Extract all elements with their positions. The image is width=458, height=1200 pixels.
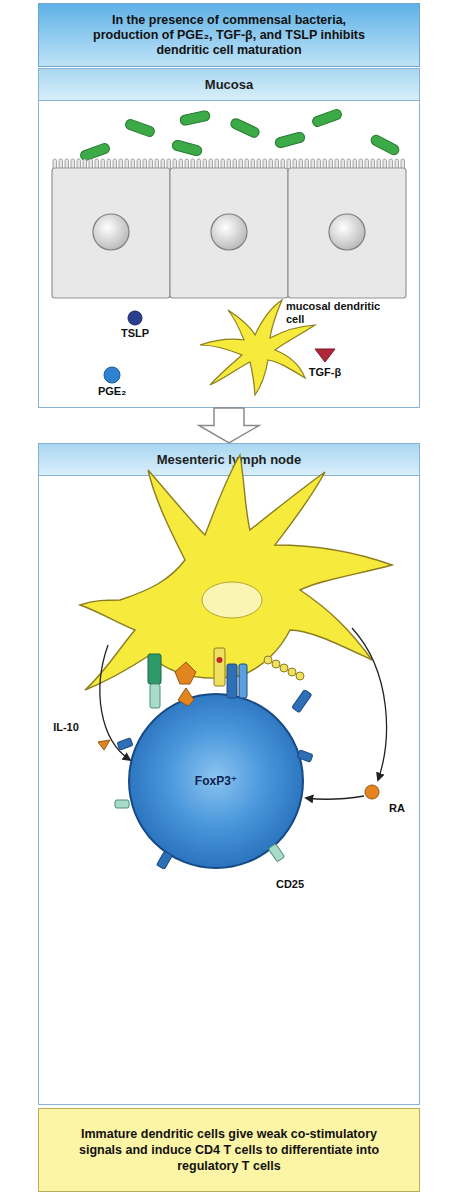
caption-text: Immature dendritic cells give weak co-st…: [75, 1126, 383, 1174]
t-cell-receptors: [115, 738, 313, 870]
ra-molecule: [365, 785, 379, 799]
panel-box: Mesenteric lymph nodeFoxP3⁺: [38, 443, 420, 1105]
title-band: In the presence of commensal bacteria, p…: [38, 3, 420, 67]
title-text: In the presence of commensal bacteria, p…: [85, 13, 373, 58]
cell-label: FoxP3⁺: [195, 774, 237, 788]
il10-arrow: [100, 645, 130, 760]
il10-molecule: [98, 740, 110, 750]
panel-box: Mucosa: [38, 68, 420, 408]
pge2-molecule: [104, 367, 120, 383]
bacteria: [79, 108, 400, 162]
ra-arrow: [352, 628, 386, 780]
flow-arrow: [199, 408, 259, 443]
panel-heading: Mucosa: [39, 69, 419, 101]
epithelium: [52, 158, 406, 298]
receptor-pairs: [148, 648, 312, 713]
dendritic-nucleus: [202, 582, 262, 618]
lymph-node-dendritic-cell: [80, 455, 392, 690]
caption-band: Immature dendritic cells give weak co-st…: [38, 1108, 420, 1192]
mucosal-dendritic-cell: [200, 300, 315, 395]
tgf-beta-molecule: [315, 349, 335, 362]
t-cell: FoxP3⁺: [128, 693, 304, 869]
ra-entry-arrow: [306, 796, 364, 799]
panel-heading: Mesenteric lymph node: [39, 444, 419, 476]
tslp-molecule: [128, 311, 142, 325]
